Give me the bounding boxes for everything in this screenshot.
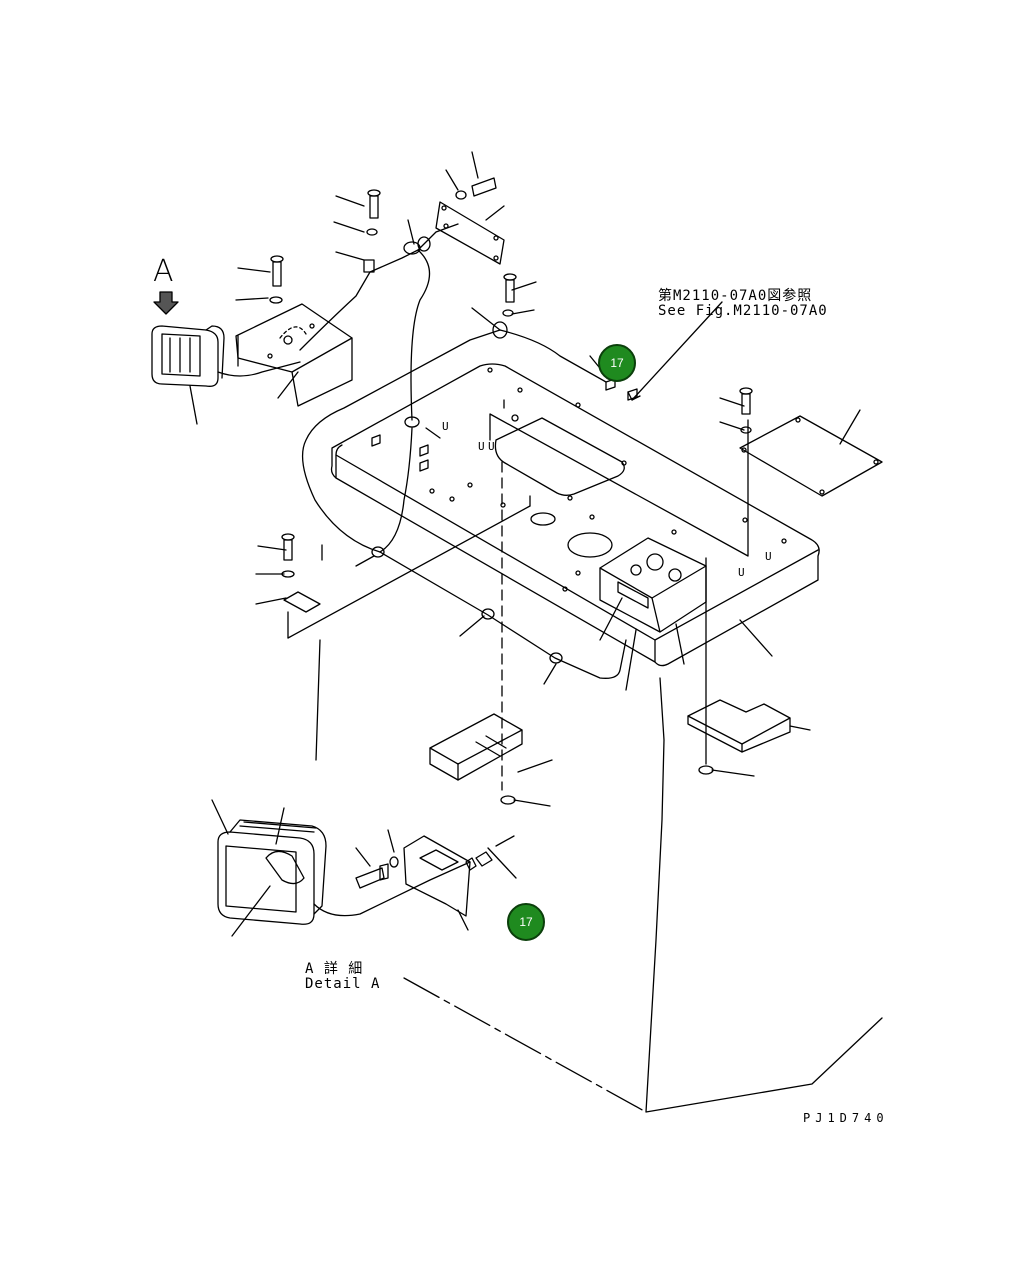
reference-note-jp: 第M2110-07A0図参照	[658, 288, 813, 304]
drawing-code: PJ1D740	[803, 1111, 889, 1125]
harness	[299, 223, 627, 679]
svg-text:U: U	[765, 550, 772, 563]
svg-text:U: U	[488, 440, 495, 453]
part-callout-17[interactable]: 17	[598, 344, 636, 382]
upper-lamp-assembly	[151, 291, 353, 425]
svg-text:U: U	[442, 420, 449, 433]
detail-title-jp: A 詳 細	[305, 961, 364, 977]
leader-lines	[235, 151, 861, 807]
floor-plate: U U U U U	[330, 363, 820, 667]
part-callout-17[interactable]: 17	[507, 903, 545, 941]
reference-note-en: See Fig.M2110-07A0	[658, 303, 828, 319]
outline-lines	[287, 399, 883, 1113]
detail-title-en: Detail A	[305, 976, 381, 992]
right-cover-plate	[739, 387, 883, 497]
small-plate-left	[281, 533, 321, 613]
pedal-mats	[429, 699, 791, 805]
detail-a-lamp	[211, 799, 517, 937]
svg-text:U: U	[478, 440, 485, 453]
svg-text:U: U	[738, 566, 745, 579]
top-plate	[269, 177, 517, 317]
view-letter-a: A	[153, 254, 174, 289]
